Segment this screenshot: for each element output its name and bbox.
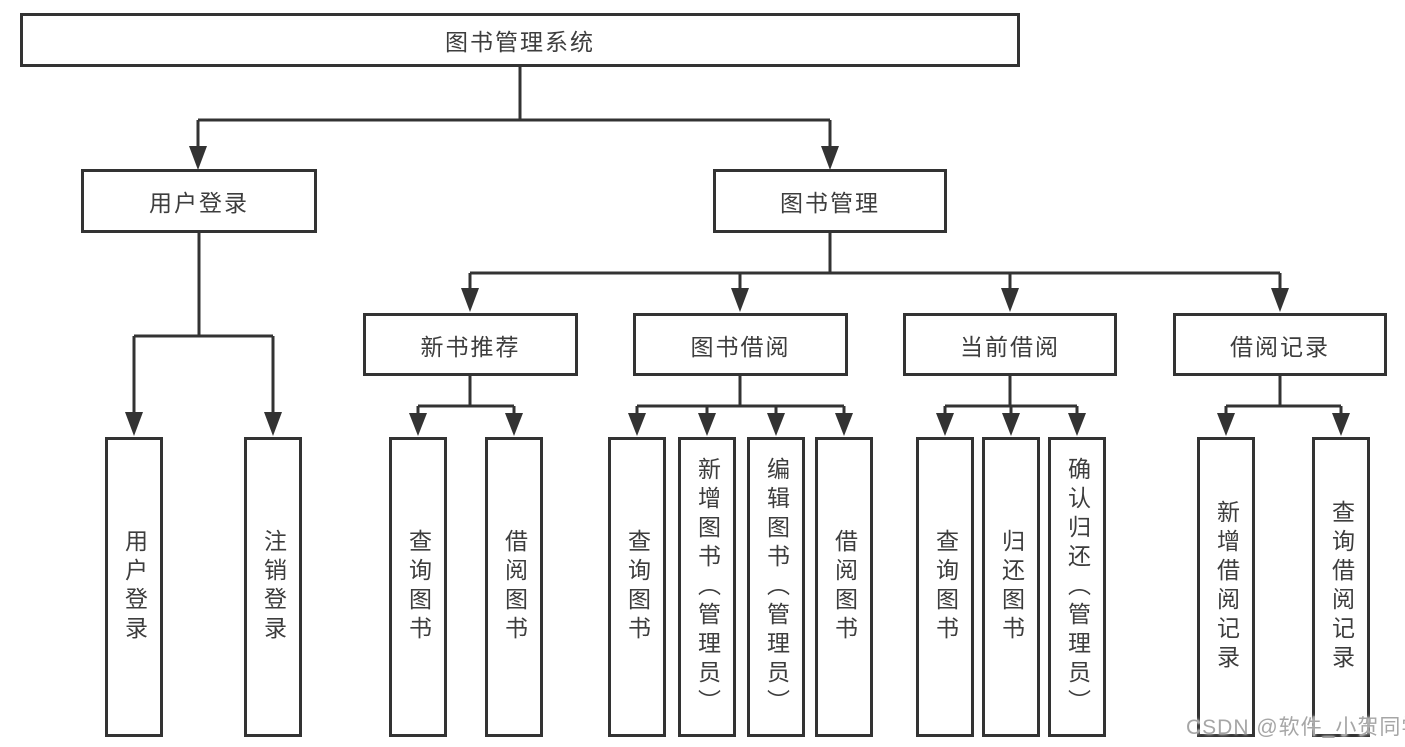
leaf-bb-edit-books-admin: 编辑图书（管理员） — [747, 437, 805, 737]
leaf-user-login: 用户登录 — [105, 437, 163, 737]
node-label: 图书管理系统 — [445, 29, 595, 55]
leaf-label: 注销登录 — [260, 529, 287, 645]
leaf-label: 借阅图书 — [831, 529, 858, 645]
leaf-label: 归还图书 — [998, 529, 1025, 645]
node-new-book-recommend: 新书推荐 — [363, 313, 578, 376]
leaf-cb-query-books: 查询图书 — [916, 437, 974, 737]
node-label: 图书借阅 — [690, 333, 791, 360]
leaf-bb-query-books: 查询图书 — [608, 437, 666, 737]
leaf-label: 新增图书（管理员） — [694, 456, 721, 718]
leaf-label: 确认归还（管理员） — [1064, 456, 1091, 718]
node-book-management-group: 图书管理 — [713, 169, 947, 233]
leaf-label: 查询图书 — [624, 529, 651, 645]
leaf-label: 编辑图书（管理员） — [763, 456, 790, 718]
node-label: 借阅记录 — [1230, 333, 1330, 360]
csdn-watermark: CSDN @软件_小贺同学 — [1186, 716, 1405, 739]
arrowheads — [125, 146, 1350, 436]
node-user-login-group: 用户登录 — [81, 169, 317, 233]
node-borrow-records: 借阅记录 — [1173, 313, 1387, 376]
leaf-label: 查询图书 — [405, 529, 432, 645]
leaf-cb-confirm-return-admin: 确认归还（管理员） — [1048, 437, 1106, 737]
leaf-nbr-borrow-books: 借阅图书 — [485, 437, 543, 737]
leaf-cb-return-books: 归还图书 — [982, 437, 1040, 737]
leaf-br-query-record: 查询借阅记录 — [1312, 437, 1370, 737]
node-label: 用户登录 — [149, 190, 249, 216]
node-current-borrow: 当前借阅 — [903, 313, 1117, 376]
leaf-bb-borrow-books: 借阅图书 — [815, 437, 873, 737]
leaf-bb-add-books-admin: 新增图书（管理员） — [678, 437, 736, 737]
node-label: 当前借阅 — [960, 333, 1060, 360]
leaf-nbr-query-books: 查询图书 — [389, 437, 447, 737]
node-label: 新书推荐 — [420, 333, 521, 360]
leaf-br-add-record: 新增借阅记录 — [1197, 437, 1255, 737]
node-library-management-system: 图书管理系统 — [20, 13, 1020, 67]
node-label: 图书管理 — [780, 190, 880, 216]
leaf-label: 查询借阅记录 — [1328, 500, 1355, 674]
leaf-label: 借阅图书 — [501, 529, 528, 645]
leaf-logout: 注销登录 — [244, 437, 302, 737]
node-book-borrow: 图书借阅 — [633, 313, 848, 376]
leaf-label: 用户登录 — [121, 529, 148, 645]
leaf-label: 查询图书 — [932, 529, 959, 645]
leaf-label: 新增借阅记录 — [1213, 500, 1240, 674]
